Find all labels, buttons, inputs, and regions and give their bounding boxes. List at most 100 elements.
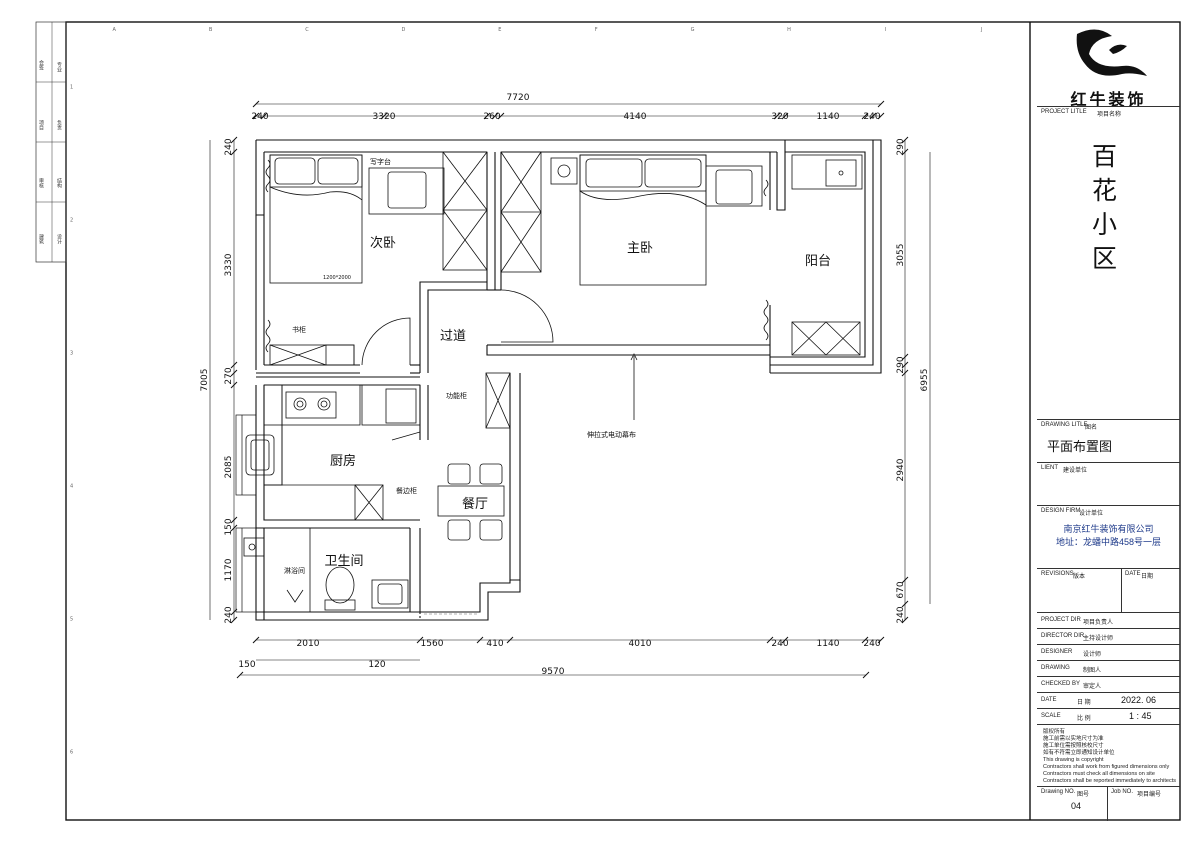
left-tab-1: 专业 bbox=[56, 62, 62, 72]
label-bed-size: 1200*2000 bbox=[323, 275, 351, 281]
tick-right-6 bbox=[901, 600, 909, 608]
dim-top-6: 240 bbox=[863, 112, 880, 122]
tick-right-7 bbox=[901, 616, 909, 624]
left-tab-3: 负责 bbox=[56, 120, 62, 130]
drawing-no-label: Drawing NO. bbox=[1041, 789, 1076, 795]
grid-letter-a: A bbox=[112, 27, 116, 33]
tick-bottom-1 bbox=[416, 636, 424, 644]
note-7: Contractors shall be reported immediatel… bbox=[1043, 778, 1176, 784]
left-tab-6: 建筑 bbox=[38, 234, 44, 244]
room-label-corridor: 过道 bbox=[440, 329, 466, 344]
tick-right-2 bbox=[901, 353, 909, 361]
designer-cell: DESIGNER 设计师 bbox=[1037, 644, 1180, 660]
grid-number-2: 2 bbox=[70, 218, 73, 224]
tick-top-total-0 bbox=[252, 100, 260, 108]
project-dir-cell: PROJECT DIR 项目负责人 bbox=[1037, 612, 1180, 628]
grid-letter-e: E bbox=[498, 27, 501, 33]
grid-letter-i: I bbox=[885, 27, 886, 33]
dim-top-0: 240 bbox=[251, 112, 268, 122]
bedroom2-furniture bbox=[265, 151, 488, 366]
tick-right-1 bbox=[901, 148, 909, 156]
drawing-no-label-cn: 图号 bbox=[1077, 792, 1090, 798]
grid-number-6: 6 bbox=[70, 750, 73, 756]
tick-left-3 bbox=[230, 369, 238, 377]
client-cell: LIENT 建设单位 bbox=[1037, 462, 1180, 504]
tick-top-1 bbox=[260, 112, 268, 120]
drawing-title-label: DRAWING LITLE bbox=[1041, 422, 1088, 428]
grid-letter-d: D bbox=[401, 27, 405, 33]
left-tab-0: 会签 bbox=[38, 60, 44, 70]
tick-bottom-4 bbox=[766, 636, 774, 644]
dim-left-2: 270 bbox=[224, 367, 234, 384]
tick-left-2 bbox=[230, 361, 238, 369]
note-4: This drawing is copyright bbox=[1043, 757, 1104, 763]
director-cell: DIRECTOR DIR 主持设计师 bbox=[1037, 628, 1180, 644]
revisions-label: REVISIONS bbox=[1041, 571, 1074, 577]
dim-left-5: 1170 bbox=[224, 558, 234, 581]
room-label-second-bedroom: 次卧 bbox=[370, 235, 396, 251]
note-1: 施工前需以实地尺寸为准 bbox=[1043, 736, 1104, 742]
left-tab-4: 审核 bbox=[38, 178, 44, 188]
dim-bottom-0: 2010 bbox=[297, 639, 320, 649]
dim-left-6: 240 bbox=[224, 606, 234, 623]
tick-bottom-6 bbox=[861, 636, 869, 644]
balcony-furniture bbox=[791, 154, 863, 356]
note-6: Contractors must check all dimensions on… bbox=[1043, 771, 1155, 777]
tick-bottom-7 bbox=[877, 636, 885, 644]
project-dir-label: PROJECT DIR bbox=[1041, 617, 1081, 623]
tick-bottom-total-0 bbox=[236, 671, 244, 679]
date-value: 2022. 06 bbox=[1121, 695, 1157, 705]
scale-label: SCALE bbox=[1041, 713, 1061, 719]
grid-letter-b: B bbox=[209, 27, 213, 33]
grid-letter-g: G bbox=[691, 27, 695, 33]
tick-top-0 bbox=[252, 112, 260, 120]
master-furniture bbox=[500, 151, 769, 341]
dim-left-4: 150 bbox=[224, 518, 234, 535]
tick-top-6 bbox=[773, 112, 781, 120]
tick-right-3 bbox=[901, 361, 909, 369]
design-firm-cell: DESIGN FIRM 设计单位 南京红牛装饰有限公司 地址：龙蟠中路458号一… bbox=[1037, 505, 1180, 567]
project-name-char-1: 花 bbox=[1092, 176, 1118, 205]
dim-top-3: 4140 bbox=[624, 112, 647, 122]
dim-bottom2-1: 120 bbox=[368, 660, 385, 670]
revisions-date-label-cn: 日期 bbox=[1141, 574, 1154, 580]
grid-letter-h: H bbox=[787, 27, 791, 33]
project-name-char-0: 百 bbox=[1092, 142, 1118, 171]
room-label-shower: 淋浴间 bbox=[284, 566, 305, 575]
tick-left-8 bbox=[230, 616, 238, 624]
walls bbox=[255, 139, 882, 621]
tick-bottom-2 bbox=[476, 636, 484, 644]
tick-top-2 bbox=[380, 112, 388, 120]
brand-name: 红牛装饰 bbox=[1070, 92, 1147, 109]
doors bbox=[361, 289, 554, 366]
job-no-label-cn: 项目编号 bbox=[1137, 792, 1162, 798]
tick-top-3 bbox=[483, 112, 491, 120]
dim-right-4: 670 bbox=[896, 581, 906, 598]
project-title-label: PROJECT LITLE bbox=[1041, 109, 1087, 115]
left-tab-2: 项目 bbox=[38, 120, 44, 130]
dim-right-5: 240 bbox=[896, 606, 906, 623]
tick-top-7 bbox=[781, 112, 789, 120]
room-label-bathroom: 卫生间 bbox=[324, 554, 363, 569]
dimension-lines bbox=[209, 103, 931, 676]
room-label-master-bedroom: 主卧 bbox=[627, 241, 653, 256]
date-label: DATE bbox=[1041, 697, 1057, 703]
note-2: 施工单位需按照核校尺寸 bbox=[1043, 743, 1104, 749]
kitchen-furniture bbox=[245, 372, 511, 521]
title-block: 红牛装饰 PROJECT LITLE 项目名称 百 花 小 区 DRAWING … bbox=[1037, 22, 1180, 821]
tick-top-10 bbox=[877, 112, 885, 120]
tick-right-0 bbox=[901, 136, 909, 144]
revisions-cell: REVISIONS 版本 DATE 日期 bbox=[1037, 568, 1180, 613]
grid-number-5: 5 bbox=[70, 617, 73, 623]
checked-cell: CHECKED BY 审定人 bbox=[1037, 676, 1180, 692]
revisions-label-cn: 版本 bbox=[1073, 574, 1086, 580]
date-label-cn: 日 期 bbox=[1077, 700, 1091, 706]
scale-label-cn: 比 例 bbox=[1077, 716, 1091, 722]
grid-number-4: 4 bbox=[70, 484, 73, 490]
tick-bottom-5 bbox=[781, 636, 789, 644]
drawing-no-cell: Drawing NO. 图号 04 Job NO. 项目编号 bbox=[1037, 786, 1180, 821]
dim-right-3: 2940 bbox=[896, 458, 906, 481]
design-firm-label: DESIGN FIRM bbox=[1041, 508, 1081, 514]
